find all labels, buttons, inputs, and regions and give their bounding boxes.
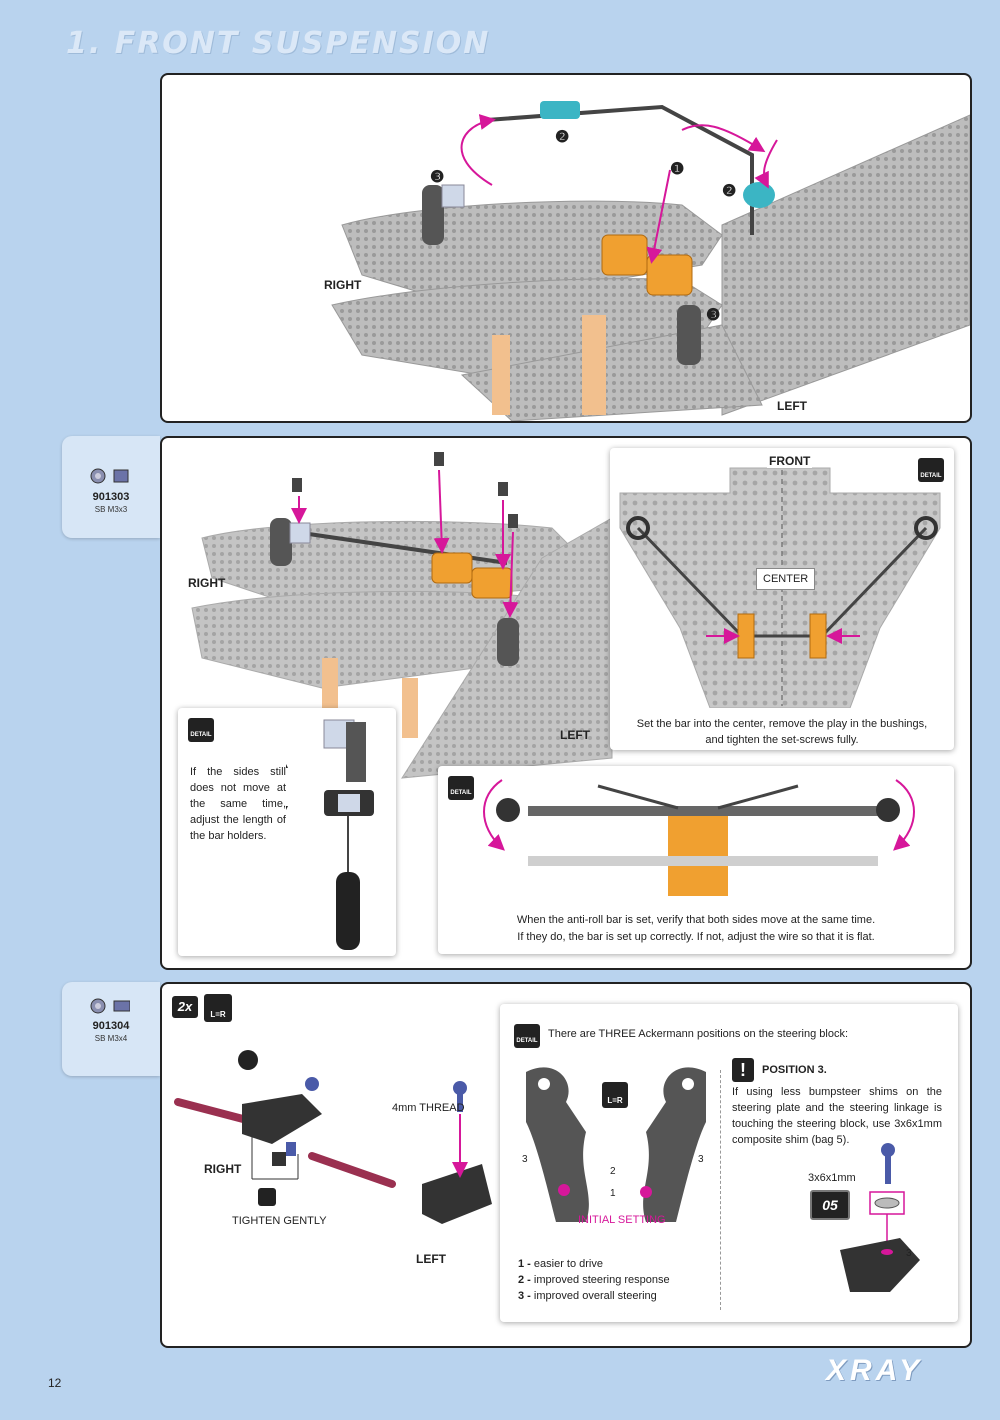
brand-logo: XRAY — [826, 1354, 924, 1387]
callout-1: ❶ — [670, 161, 685, 178]
tool-label: 2.0 mm — [317, 904, 328, 939]
step1-illustration — [331, 101, 970, 421]
step2-illustration — [191, 452, 613, 779]
list-item: 2 - improved steering response — [518, 1272, 718, 1288]
bar-holder-illustration — [286, 719, 374, 950]
callout-2b: ❷ — [722, 183, 737, 200]
pos-label-1: 1 — [610, 1188, 616, 1199]
list-text: improved overall steering — [533, 1290, 657, 1302]
steering-blocks-illustration — [526, 1067, 706, 1222]
screw-icon — [90, 998, 130, 1014]
bag-badge: 05 — [810, 1190, 850, 1220]
detail-icon: DETAIL — [918, 458, 944, 482]
position-text: If using less bumpsteer shims on the ste… — [732, 1086, 942, 1146]
label-right: RIGHT — [324, 278, 362, 292]
step2-label-right: RIGHT — [188, 576, 226, 590]
list-num: 2 - — [518, 1274, 531, 1286]
front-caption: Set the bar into the center, remove the … — [636, 718, 928, 746]
initial-setting-label: INITIAL SETTING — [578, 1214, 666, 1226]
side-caption: If the sides still does not move at the … — [190, 766, 286, 842]
step1-panel: ❷ ❶ ❷ ❸ ❸ RIGHT LEFT — [160, 73, 972, 423]
detail-icon: DETAIL — [188, 718, 214, 742]
step2-parts-tab: 901303 SB M3x3 — [62, 436, 160, 538]
level-illustration — [483, 779, 915, 896]
part-code: 901303 — [92, 491, 130, 503]
detail-label: DETAIL — [190, 732, 212, 738]
callout-3a: ❸ — [430, 169, 445, 186]
list-num: 3 - — [518, 1290, 531, 1302]
lr-badge: L=R — [204, 994, 232, 1022]
section-title: 1. FRONT SUSPENSION — [66, 26, 491, 61]
lr-label: L=R — [210, 1010, 226, 1019]
shim-illustration — [840, 1143, 920, 1292]
label-center: CENTER — [756, 568, 816, 590]
level-detail-card: DETAIL When the anti-roll bar is set, ve… — [438, 766, 954, 954]
warning-icon: ! — [732, 1058, 754, 1082]
part-desc: SB M3x3 — [94, 505, 128, 514]
step2-label-left: LEFT — [560, 728, 590, 742]
part-code: 901304 — [92, 1020, 130, 1032]
detail-icon: DETAIL — [514, 1024, 540, 1048]
pos-label-2: 2 — [610, 1166, 616, 1177]
position-title: POSITION 3. — [762, 1064, 827, 1076]
lr-label: L=R — [607, 1096, 623, 1105]
detail-label: DETAIL — [516, 1038, 538, 1044]
step2-panel: RIGHT LEFT FRONT CENTER — [160, 436, 972, 970]
list-num: 1 - — [518, 1258, 531, 1270]
step3-label-left: LEFT — [416, 1252, 446, 1266]
divider — [720, 1070, 721, 1310]
list-text: easier to drive — [533, 1258, 603, 1270]
detail-icon: DETAIL — [448, 776, 474, 800]
ackermann-intro: There are THREE Ackermann positions on t… — [548, 1028, 849, 1040]
screw-icon — [90, 468, 129, 484]
callout-3b: ❸ — [706, 307, 721, 324]
pos-label-3-left: 3 — [522, 1154, 528, 1165]
ackermann-card: DETAIL There are THREE Ackermann positio… — [500, 1004, 958, 1322]
tighten-label: TIGHTEN GENTLY — [232, 1215, 327, 1227]
list-item: 3 - improved overall steering — [518, 1288, 718, 1304]
detail-label: DETAIL — [920, 473, 942, 479]
step3-label-right: RIGHT — [204, 1162, 242, 1176]
block-pos-label: 3 — [906, 1248, 912, 1259]
side-detail-card: DETAIL If the sides still does not move … — [178, 708, 396, 956]
part-desc: SB M3x4 — [94, 1034, 128, 1043]
list-item: 1 - easier to drive — [518, 1256, 718, 1272]
lr-badge: L=R — [602, 1082, 628, 1108]
step3-panel: 2x L=R 4mm THREAD RIGHT LEFT TIGHTEN GEN… — [160, 982, 972, 1348]
pos-label-3-right: 3 — [698, 1154, 704, 1165]
level-caption-1: When the anti-roll bar is set, verify th… — [516, 914, 876, 926]
level-caption-2: If they do, the bar is set up correctly.… — [517, 931, 875, 943]
callout-2a: ❷ — [555, 129, 570, 146]
ackermann-list: 1 - easier to drive 2 - improved steerin… — [518, 1256, 718, 1304]
steering-assembly-illustration — [174, 1050, 492, 1224]
quantity-badge: 2x — [172, 996, 198, 1018]
list-text: improved steering response — [533, 1274, 670, 1286]
step3-parts-tab: 901304 SB M3x4 — [62, 982, 160, 1076]
page-number: 12 — [48, 1376, 62, 1390]
thread-label: 4mm THREAD — [392, 1102, 465, 1114]
screwdriver-icon — [258, 1188, 276, 1206]
detail-label: DETAIL — [450, 790, 472, 796]
label-left: LEFT — [777, 399, 807, 413]
front-detail-card: FRONT CENTER DETAIL Set the bar into the… — [610, 448, 954, 750]
shim-label: 3x6x1mm — [808, 1172, 856, 1184]
label-front: FRONT — [767, 454, 813, 468]
